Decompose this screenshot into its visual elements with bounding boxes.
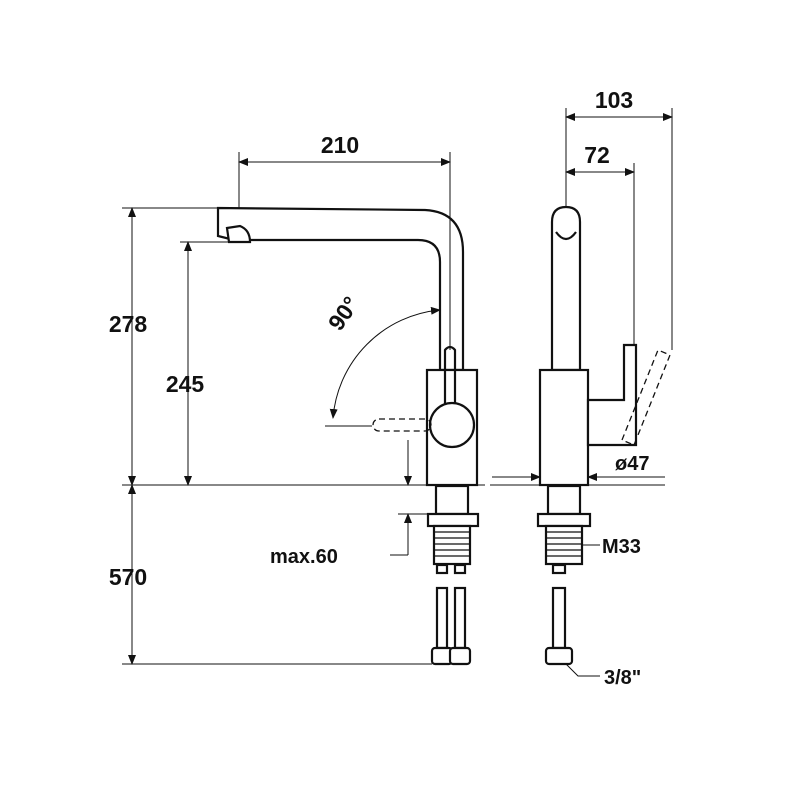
- front-lever-knob: [428, 401, 476, 449]
- label-max-counter: max.60: [270, 546, 338, 568]
- front-shank: [434, 484, 470, 516]
- front-thread-lines: [434, 531, 470, 557]
- label-connection-size: 3/8": [604, 667, 641, 689]
- side-thread-lines: [546, 531, 582, 557]
- dim-side-depth: 103: [565, 87, 673, 350]
- front-aerator: [225, 224, 252, 244]
- side-view: [490, 205, 671, 666]
- side-spout-tip: [555, 231, 577, 241]
- side-lever: [586, 343, 638, 447]
- side-fitting: [544, 646, 574, 666]
- dim-connection: 3/8": [565, 663, 641, 689]
- side-hose-top: [551, 563, 567, 575]
- dim-hose-length: 570: [109, 484, 432, 665]
- front-nut: [426, 512, 480, 528]
- label-base-diameter: ø47: [615, 453, 649, 475]
- front-hose-left: [435, 586, 449, 650]
- side-lever-tilted: [621, 349, 671, 446]
- dim-rotation-angle: 90°: [323, 292, 441, 427]
- side-base-body: [538, 368, 590, 487]
- side-nut: [536, 512, 592, 528]
- label-total-height: 278: [109, 311, 148, 337]
- front-spout: [216, 206, 465, 372]
- label-rotation-angle: 90°: [323, 292, 364, 335]
- dim-max-counter: max.60: [270, 513, 428, 568]
- label-side-depth: 103: [595, 87, 633, 113]
- label-hose-length: 570: [109, 564, 147, 590]
- dim-handle-depth: 72: [565, 142, 635, 345]
- label-thread-size: M33: [602, 536, 641, 558]
- dim-outlet-height: 245: [166, 241, 230, 486]
- dim-base-diameter: ø47: [492, 453, 665, 481]
- label-handle-depth: 72: [584, 142, 610, 168]
- front-hose-left-top: [435, 563, 449, 575]
- dim-spout-reach: 210: [238, 132, 451, 350]
- label-spout-reach: 210: [321, 132, 359, 158]
- side-spout: [550, 205, 582, 372]
- dim-total-height: 278: [109, 207, 218, 486]
- front-hose-right-top: [453, 563, 467, 575]
- front-view: [122, 206, 485, 666]
- side-shank: [546, 484, 582, 516]
- label-outlet-height: 245: [166, 371, 205, 397]
- side-hose: [551, 586, 567, 650]
- front-lever-rotated: [372, 418, 432, 432]
- front-fitting-right: [448, 646, 472, 666]
- dim-thread: M33: [582, 536, 641, 558]
- front-hose-right: [453, 586, 467, 650]
